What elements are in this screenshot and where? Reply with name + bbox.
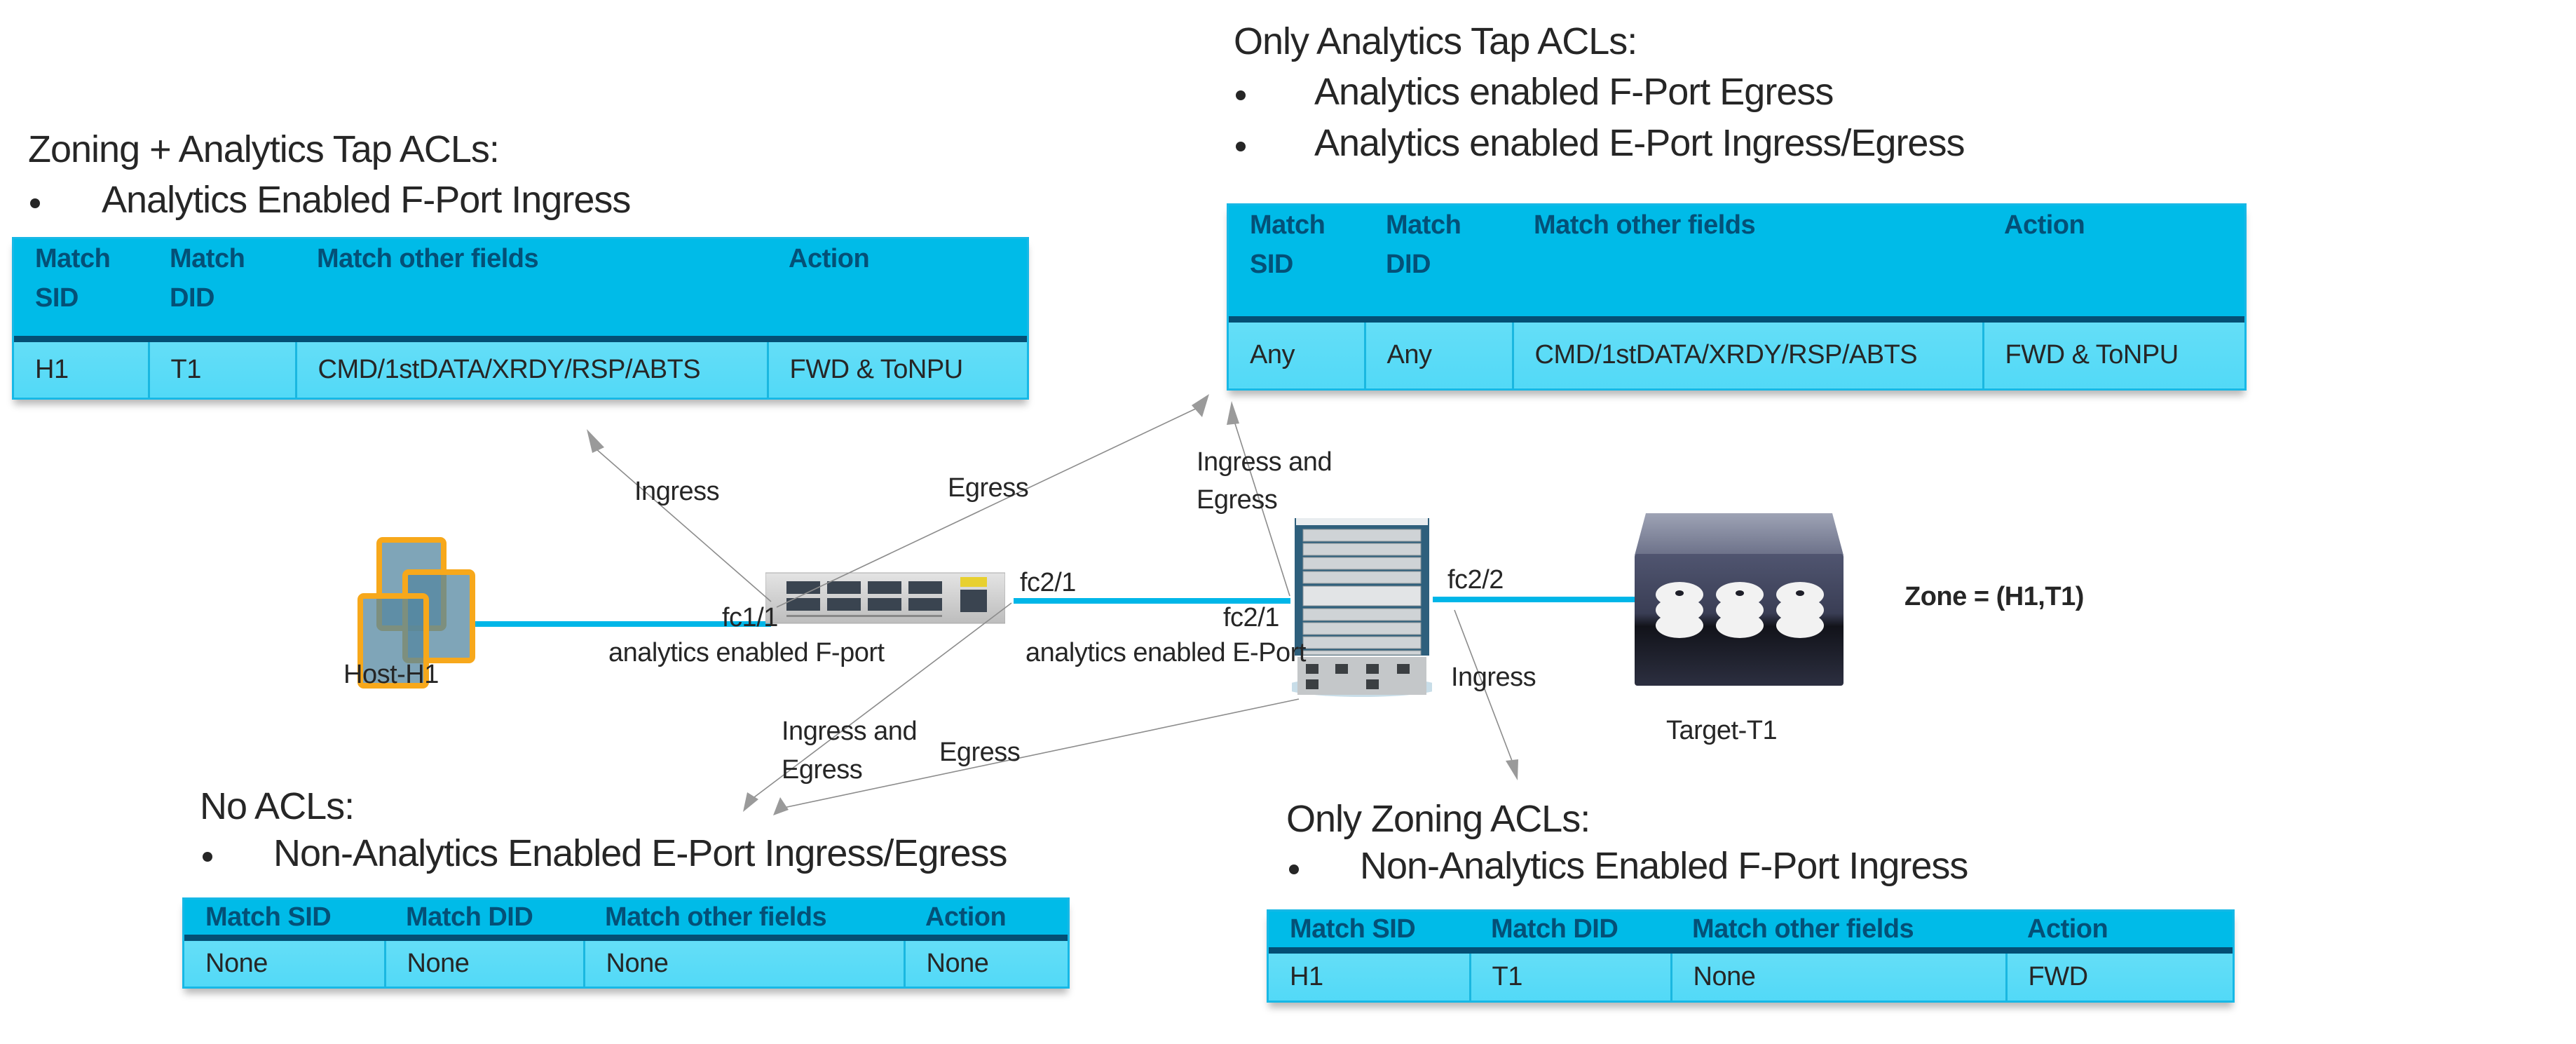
header-match-sid: Match SID	[184, 900, 385, 938]
acl-table-zoning-only: Match SID Match DID Match other fields A…	[1267, 909, 2235, 1003]
cell-action: FWD	[2005, 947, 2233, 1001]
bullet-icon	[1236, 142, 1246, 151]
director-port-fc2-1: fc2/1	[1223, 603, 1279, 632]
arrowhead-icon	[1227, 401, 1239, 425]
header-match-did: Match DID	[385, 900, 584, 938]
cell-did: None	[383, 935, 584, 987]
cell-action: FWD & ToNPU	[766, 335, 1027, 398]
header-match-sid: Match SID	[1269, 911, 1470, 951]
table-row: None None None None	[184, 935, 1068, 987]
storage-array-icon[interactable]	[1635, 510, 1845, 687]
arrow-label-edge-egress-down: Egress	[782, 755, 863, 785]
header-action: Action	[2006, 911, 2233, 951]
header-match-did: Match DID	[149, 239, 296, 339]
arrow-label-edge-ingress-and: Ingress and	[782, 717, 918, 746]
arrow-edge-ingress-up	[595, 448, 772, 602]
arrowhead-icon	[1506, 759, 1518, 780]
panel-title-zoning-only: Only Zoning ACLs:	[1286, 798, 1590, 840]
arrow-label-director-egress: Egress	[1197, 485, 1278, 515]
cell-action: FWD & ToNPU	[1982, 316, 2244, 388]
edge-port-fc2-1: fc2/1	[1020, 568, 1076, 597]
bullet-text: Non-Analytics Enabled E-Port Ingress/Egr…	[273, 832, 1007, 874]
header-action: Action	[1983, 205, 2244, 319]
cell-sid: H1	[1269, 947, 1470, 1001]
arrow-label-edge-egress: Egress	[948, 473, 1029, 503]
panel-title-zoning-analytics: Zoning + Analytics Tap ACLs:	[28, 128, 500, 170]
bullet-text: Analytics Enabled F-Port Ingress	[102, 179, 631, 221]
bullet-icon	[203, 852, 212, 862]
edge-port-f-port-desc: analytics enabled F-port	[608, 638, 885, 667]
cell-other: CMD/1stDATA/XRDY/RSP/ABTS	[294, 335, 768, 398]
panel-title-analytics-only: Only Analytics Tap ACLs:	[1234, 20, 1637, 62]
fabric-switch-icon[interactable]	[765, 571, 1006, 625]
bullet-text: Analytics enabled F-Port Egress	[1314, 71, 1834, 113]
cell-sid: None	[184, 935, 385, 987]
header-action: Action	[904, 900, 1068, 938]
arrow-edge-egress-up	[776, 406, 1201, 608]
arrow-label-edge-ingress: Ingress	[634, 477, 720, 506]
table-row: Any Any CMD/1stDATA/XRDY/RSP/ABTS FWD & …	[1229, 316, 2244, 388]
header-match-sid: Match SID	[1229, 205, 1365, 319]
cell-sid: Any	[1229, 316, 1365, 388]
host-label: Host-H1	[343, 660, 439, 689]
arrow-label-director-ingress-down: Ingress	[1451, 663, 1536, 692]
link-director-to-target	[1433, 597, 1636, 602]
link-edge-to-director	[1014, 598, 1290, 604]
header-match-other: Match other fields	[296, 239, 768, 339]
cell-did: T1	[147, 335, 296, 398]
arrow-label-director-egress-down: Egress	[939, 738, 1021, 767]
header-match-other: Match other fields	[584, 900, 904, 938]
arrow-director-ingress-egress-up	[1233, 419, 1290, 597]
cell-other: CMD/1stDATA/XRDY/RSP/ABTS	[1511, 316, 1983, 388]
table-row: H1 T1 None FWD	[1269, 947, 2233, 1001]
zone-label: Zone = (H1,T1)	[1904, 582, 2084, 611]
cell-action: None	[903, 935, 1068, 987]
bullet-icon	[30, 198, 40, 208]
edge-port-fc1-1: fc1/1	[722, 603, 778, 632]
link-host-to-edge	[473, 621, 771, 627]
arrow-label-director-ingress-and: Ingress and	[1197, 447, 1333, 477]
header-match-other: Match other fields	[1671, 911, 2006, 951]
bullet-icon	[1236, 90, 1246, 100]
acl-table-zoning-analytics: Match SID Match DID Match other fields A…	[12, 237, 1029, 400]
director-switch-icon[interactable]	[1283, 515, 1440, 698]
arrow-edge-ingress-egress-down	[751, 602, 1012, 800]
header-action: Action	[768, 239, 1027, 339]
arrowhead-icon	[773, 797, 789, 815]
panel-title-no-acls: No ACLs:	[200, 785, 355, 827]
header-match-sid: Match SID	[14, 239, 149, 339]
header-match-did: Match DID	[1470, 911, 1671, 951]
director-port-e-port-desc: analytics enabled E-Port	[1025, 638, 1306, 667]
host-vm-icon	[357, 537, 475, 689]
header-match-other: Match other fields	[1513, 205, 1983, 319]
header-match-did: Match DID	[1365, 205, 1513, 319]
arrowhead-icon	[1192, 394, 1209, 417]
acl-table-analytics-only: Match SID Match DID Match other fields A…	[1227, 203, 2247, 391]
arrow-director-egress-down	[783, 698, 1300, 808]
bullet-icon	[1289, 865, 1299, 874]
table-row: H1 T1 CMD/1stDATA/XRDY/RSP/ABTS FWD & To…	[14, 335, 1027, 398]
cell-other: None	[1670, 947, 2006, 1001]
target-label: Target-T1	[1666, 716, 1778, 745]
cell-other: None	[582, 935, 904, 987]
cell-did: T1	[1468, 947, 1671, 1001]
arrowhead-icon	[743, 792, 758, 812]
bullet-text: Non-Analytics Enabled F-Port Ingress	[1360, 845, 1968, 887]
arrowhead-icon	[587, 429, 604, 453]
director-port-fc2-2: fc2/2	[1447, 565, 1504, 595]
arrow-director-ingress-down	[1454, 609, 1513, 761]
cell-sid: H1	[14, 335, 149, 398]
acl-table-no-acls: Match SID Match DID Match other fields A…	[182, 897, 1070, 989]
cell-did: Any	[1363, 316, 1513, 388]
bullet-text: Analytics enabled E-Port Ingress/Egress	[1314, 122, 1965, 164]
